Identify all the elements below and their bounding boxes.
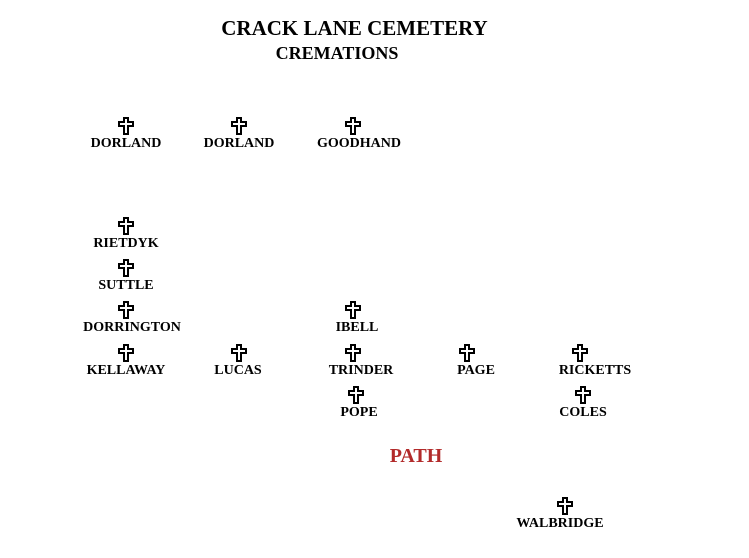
grave-name: DORRINGTON <box>83 320 181 335</box>
grave-name: POPE <box>340 405 378 420</box>
cross-icon <box>459 344 475 362</box>
grave-name: DORLAND <box>90 136 162 151</box>
page-title: CRACK LANE CEMETERY <box>221 16 488 40</box>
cross-icon <box>348 386 364 404</box>
cross-icon <box>118 301 134 319</box>
cross-icon <box>118 117 134 135</box>
grave-name: IBELL <box>335 320 379 335</box>
grave-name: RIETDYK <box>93 236 159 251</box>
cross-icon <box>118 259 134 277</box>
grave-name: RICKETTS <box>558 363 632 378</box>
grave-name: PAGE <box>457 363 495 378</box>
grave-name: GOODHAND <box>317 136 401 151</box>
cross-icon <box>231 344 247 362</box>
grave-name: SUTTLE <box>98 278 154 293</box>
cross-icon <box>231 117 247 135</box>
cross-icon <box>575 386 591 404</box>
cross-icon <box>557 497 573 515</box>
grave-name: WALBRIDGE <box>516 516 604 531</box>
cross-icon <box>118 344 134 362</box>
grave-name: KELLAWAY <box>86 363 166 378</box>
cross-icon <box>345 301 361 319</box>
path-label: PATH <box>389 445 443 467</box>
page-subtitle: CREMATIONS <box>275 43 399 63</box>
grave-name: DORLAND <box>203 136 275 151</box>
cross-icon <box>118 217 134 235</box>
grave-name: COLES <box>559 405 607 420</box>
grave-name: TRINDER <box>328 363 394 378</box>
cross-icon <box>345 117 361 135</box>
grave-name: LUCAS <box>214 363 262 378</box>
cross-icon <box>572 344 588 362</box>
cross-icon <box>345 344 361 362</box>
